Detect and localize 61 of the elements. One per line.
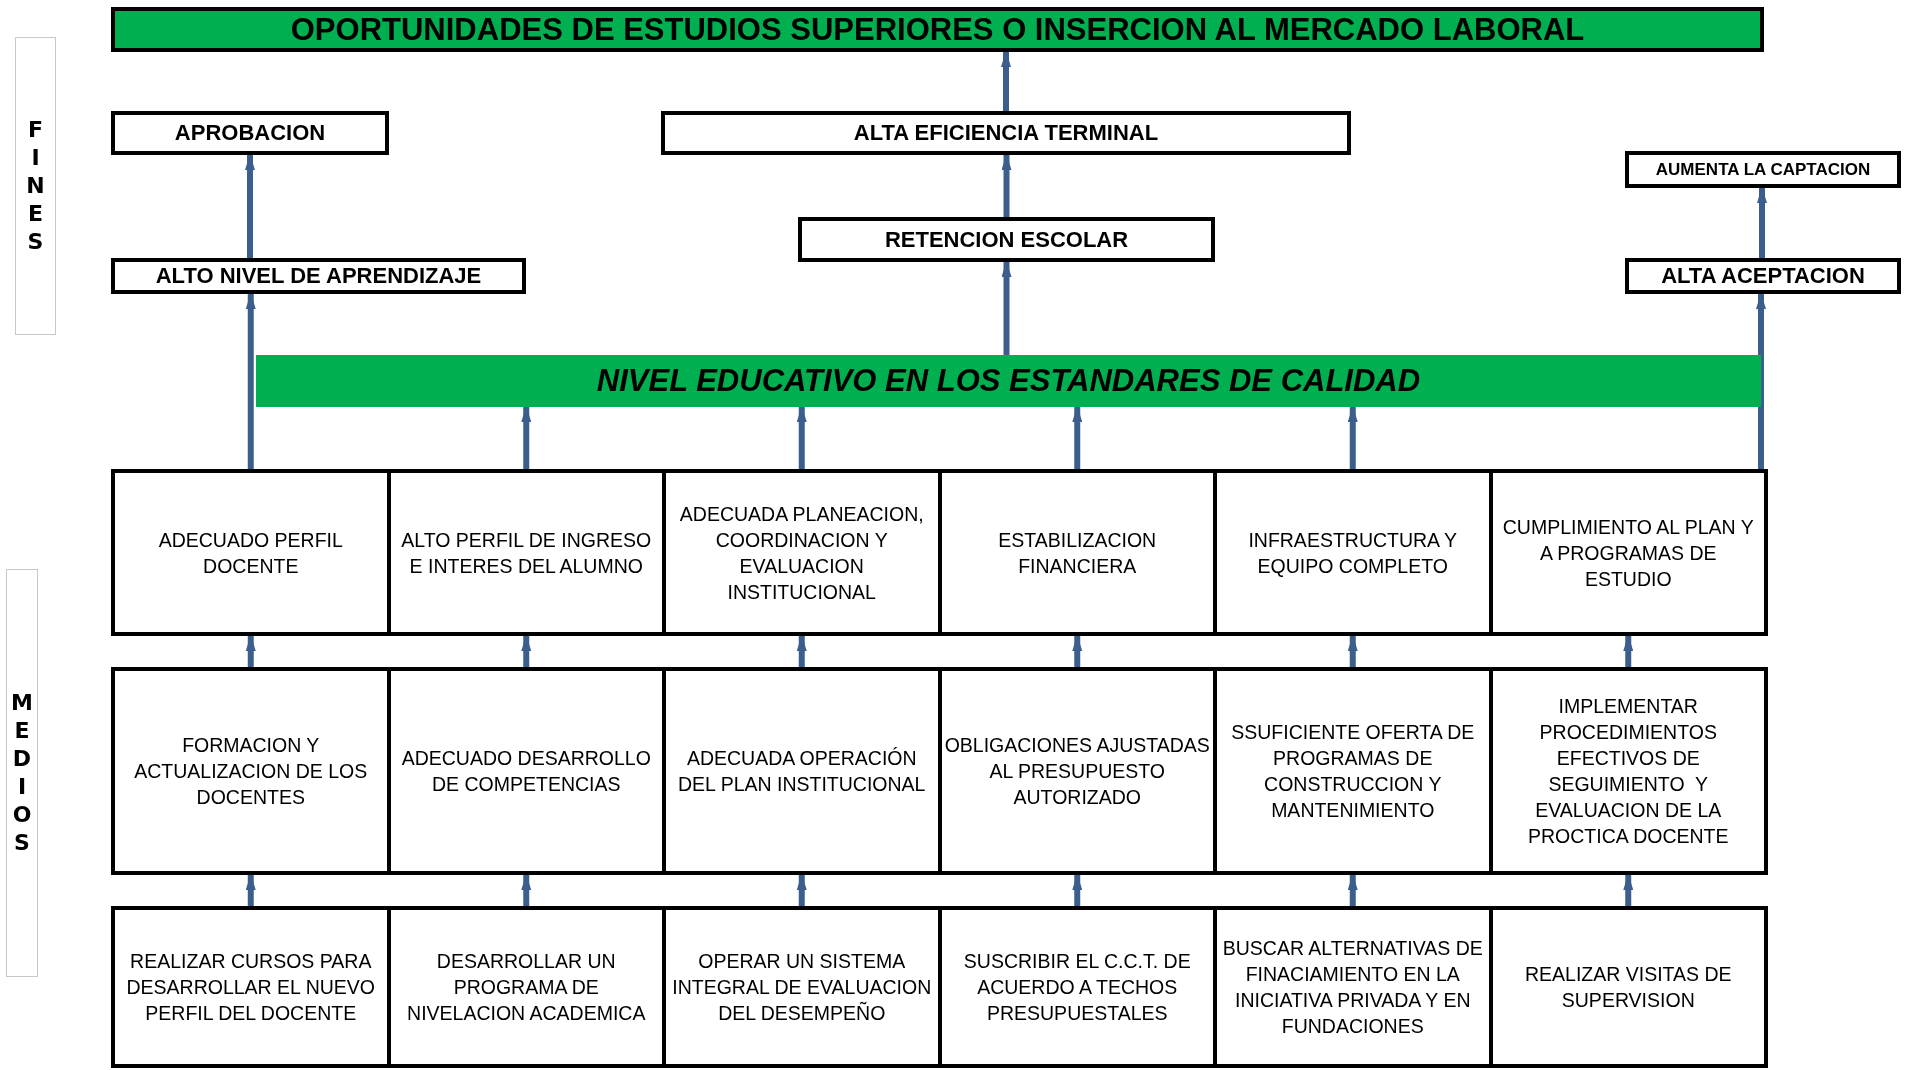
effect-box xyxy=(111,111,389,155)
arrow xyxy=(796,874,807,906)
node-text: REALIZAR CURSOS PARA DESARROLLAR EL NUEVO PERFIL DEL DOCENTE xyxy=(125,949,376,1026)
effect-box xyxy=(661,111,1351,155)
section-label: MEDIOS xyxy=(11,689,33,857)
arrow xyxy=(1072,874,1083,906)
objective-band xyxy=(256,355,1761,407)
arrow xyxy=(1347,874,1358,906)
effect-box xyxy=(1625,151,1901,188)
arrow xyxy=(1347,635,1358,667)
node-text: ALTO PERFIL DE INGRESO E INTERES DEL ALUMNO xyxy=(400,527,653,579)
arrow xyxy=(796,635,807,667)
arrow xyxy=(1623,635,1634,667)
arrow xyxy=(1756,293,1766,469)
node-text: SUSCRIBIR EL C.C.T. DE ACUERDO A TECHOS PRESUPUESTALES xyxy=(962,949,1192,1026)
arrow xyxy=(796,406,807,469)
node-text: IMPLEMENTAR PROCEDIMIENTOS EFECTIVOS DE SEGUIMIENTO Y EVALUACION DE LA PROCTICA DOCENTE xyxy=(1527,694,1730,849)
arrow xyxy=(1001,261,1012,355)
arrow xyxy=(245,874,256,906)
node-text: SSUFICIENTE OFERTA DE PROGRAMAS DE CONSTRUCCION Y MANTENIMIENTO xyxy=(1230,720,1476,823)
arrow xyxy=(521,406,532,469)
arrow xyxy=(1001,154,1012,217)
node-text: ADECUADO DESARROLLO DE COMPETENCIAS xyxy=(400,746,652,797)
effect-box xyxy=(1625,258,1901,294)
node-text: ALTA EFICIENCIA TERMINAL xyxy=(853,120,1159,146)
effect-box xyxy=(111,258,526,294)
node-text: ADECUADA OPERACIÓN DEL PLAN INSTITUCIONAL xyxy=(677,746,927,797)
node-text: CUMPLIMIENTO AL PLAN Y A PROGRAMAS DE ESTUDIO xyxy=(1501,514,1755,592)
node-text: ALTO NIVEL DE APRENDIZAJE xyxy=(155,263,482,289)
section-band xyxy=(15,37,56,335)
arrow xyxy=(521,874,532,906)
node-text: OBLIGACIONES AJUSTADAS AL PRESUPUESTO AUTORIZADO xyxy=(944,733,1210,810)
node-text: FORMACION Y ACTUALIZACION DE LOS DOCENTES xyxy=(133,733,369,810)
arrow xyxy=(245,635,256,667)
arrow xyxy=(1072,635,1083,667)
node-text: RETENCION ESCOLAR xyxy=(884,226,1129,253)
arrow xyxy=(1757,187,1767,258)
node-text: ALTA ACEPTACION xyxy=(1661,263,1865,289)
node-text: AUMENTA LA CAPTACION xyxy=(1655,159,1871,180)
section-band xyxy=(6,569,38,977)
section-label: FINES xyxy=(25,116,46,256)
node-text: OPORTUNIDADES DE ESTUDIOS SUPERIORES O INSERCION AL MERCADO LABORAL xyxy=(290,11,1585,48)
node-text: BUSCAR ALTERNATIVAS DE FINACIAMIENTO EN LA INICIATIVA PRIVADA Y EN FUNDACIONES xyxy=(1221,936,1484,1039)
arrow xyxy=(1347,406,1358,469)
arrow xyxy=(521,635,532,667)
title-banner xyxy=(111,7,1764,52)
node-text: APROBACION xyxy=(174,120,326,146)
node-text: ADECUADA PLANEACION, COORDINACION Y EVALUACION INSTITUCIONAL xyxy=(678,501,925,605)
arrow xyxy=(1072,406,1083,469)
arrow xyxy=(1001,51,1011,111)
effect-box xyxy=(798,217,1215,262)
arrow xyxy=(245,293,256,469)
node-text: INFRAESTRUCTURA Y EQUIPO COMPLETO xyxy=(1247,527,1459,579)
arrow xyxy=(245,154,255,258)
node-text: OPERAR UN SISTEMA INTEGRAL DE EVALUACION DEL DESEMPEÑO xyxy=(671,949,933,1026)
node-text: DESARROLLAR UN PROGRAMA DE NIVELACION ACADEMICA xyxy=(406,949,647,1026)
arrow xyxy=(1623,874,1634,906)
node-text: NIVEL EDUCATIVO EN LOS ESTANDARES DE CALIDAD xyxy=(596,363,1421,399)
node-text: ADECUADO PERFIL DOCENTE xyxy=(157,527,344,579)
node-text: REALIZAR VISITAS DE SUPERVISION xyxy=(1523,962,1733,1013)
node-text: ESTABILIZACION FINANCIERA xyxy=(997,527,1158,579)
